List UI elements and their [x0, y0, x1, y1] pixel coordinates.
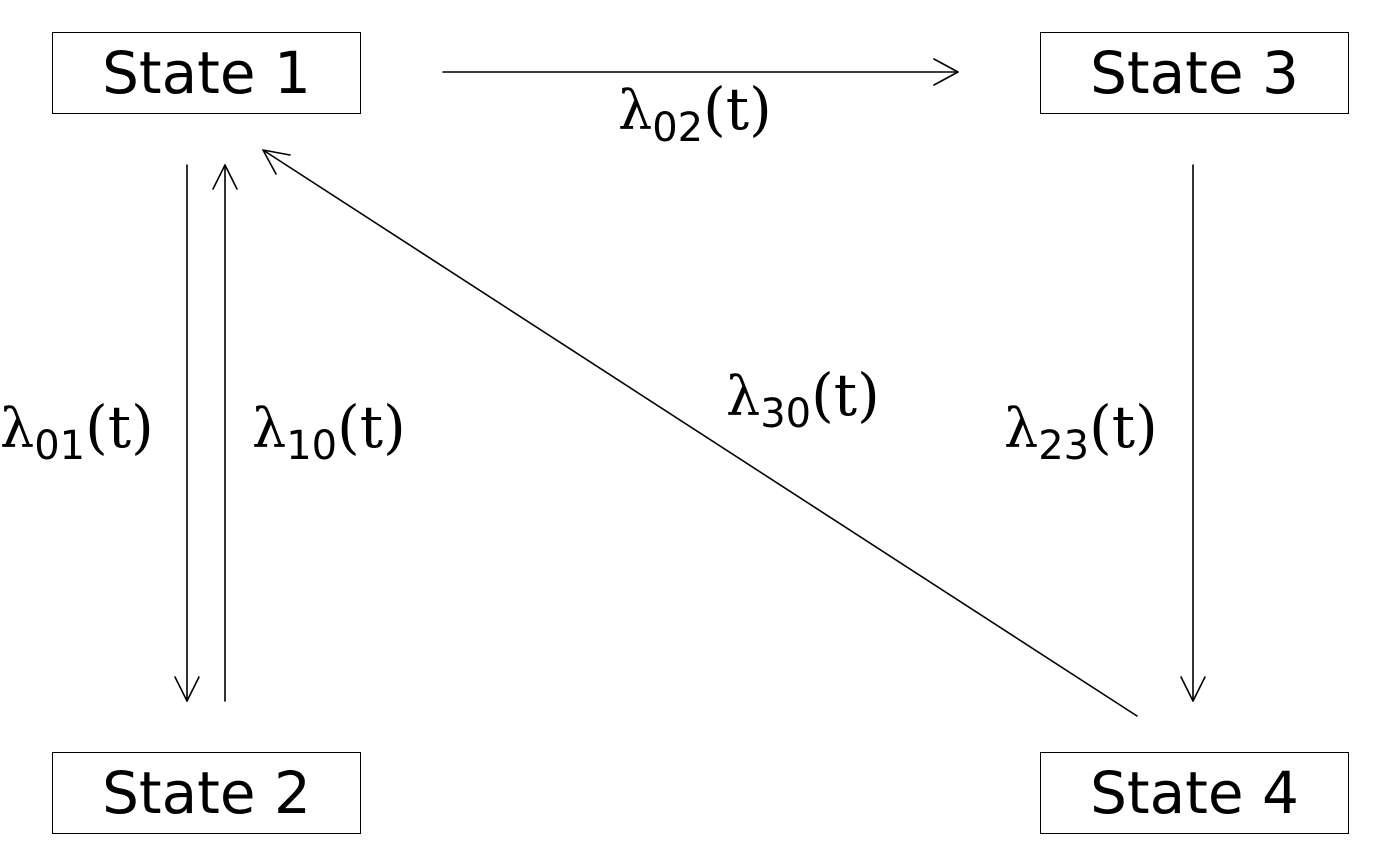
lambda-symbol: λ	[726, 365, 761, 428]
arrow-state2-to-state1	[212, 164, 238, 702]
rate-label-01: λ01(t)	[0, 398, 154, 466]
state-3-label: State 3	[1090, 39, 1299, 107]
state-4-label: State 4	[1090, 759, 1299, 827]
rate-subscript: 10	[286, 423, 338, 469]
rate-label-30: λ30(t)	[726, 366, 880, 434]
state-1-label: State 1	[102, 39, 311, 107]
rate-argument: (t)	[703, 75, 772, 143]
arrow-state1-to-state2	[174, 164, 200, 702]
arrow-state4-to-state1	[262, 149, 1138, 717]
rate-label-23: λ23(t)	[1004, 398, 1158, 466]
rate-label-10: λ10(t)	[252, 398, 406, 466]
rate-argument: (t)	[811, 361, 880, 429]
state-4-box: State 4	[1040, 752, 1349, 834]
rate-subscript: 02	[652, 105, 704, 151]
arrow-state1-to-state3	[442, 58, 959, 86]
state-3-box: State 3	[1040, 32, 1349, 114]
state-2-label: State 2	[102, 759, 311, 827]
rate-argument: (t)	[1089, 393, 1158, 461]
arrow-state3-to-state4	[1180, 164, 1206, 702]
rate-subscript: 01	[34, 423, 86, 469]
lambda-symbol: λ	[1004, 397, 1039, 460]
rate-label-02: λ02(t)	[618, 80, 772, 148]
rate-argument: (t)	[337, 393, 406, 461]
lambda-symbol: λ	[618, 79, 653, 142]
rate-argument: (t)	[85, 393, 154, 461]
lambda-symbol: λ	[252, 397, 287, 460]
state-1-box: State 1	[52, 32, 361, 114]
lambda-symbol: λ	[0, 397, 35, 460]
rate-subscript: 30	[760, 391, 812, 437]
state-2-box: State 2	[52, 752, 361, 834]
rate-subscript: 23	[1038, 423, 1090, 469]
